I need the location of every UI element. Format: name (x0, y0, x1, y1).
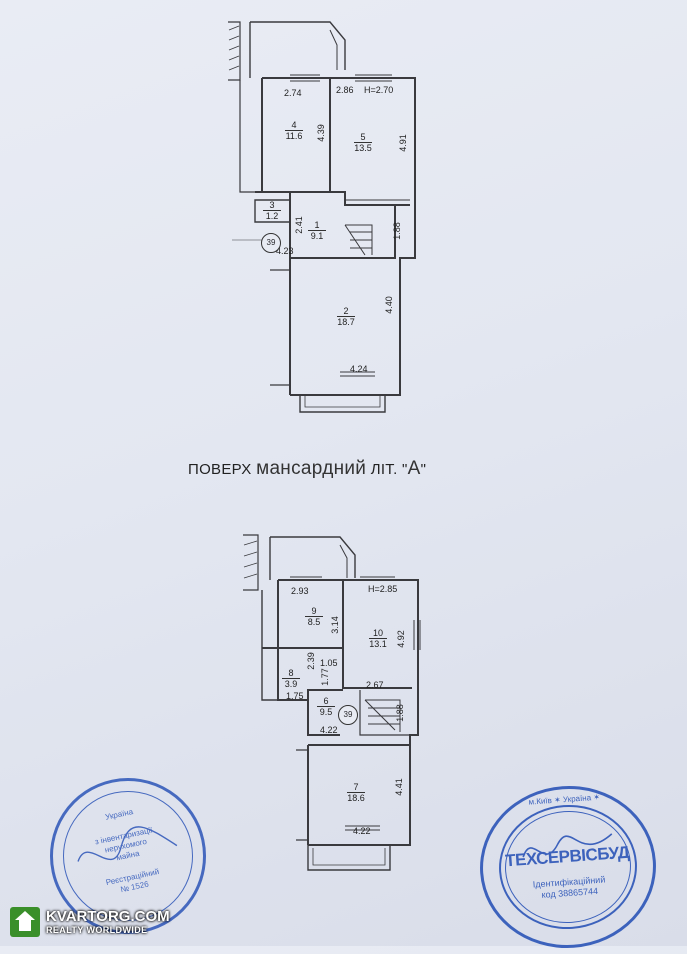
floor-title-handwritten: мансардний (256, 458, 367, 479)
dimension-label: 1.75 (286, 691, 304, 701)
dimension-label: 4.91 (397, 134, 408, 152)
dimension-label: 1.77 (319, 668, 330, 686)
watermark-line1: KVARTORG.COM (46, 907, 170, 925)
dimension-label: 2.67 (366, 680, 384, 690)
dimension-label: 4.24 (350, 364, 368, 374)
ceiling-height-label: H=2.85 (368, 584, 398, 594)
signature-scribble (77, 826, 178, 862)
official-stamp-right: м.Київ ✶ Україна ✶ ТЕХСЕРВІСБУД Ідентифі… (474, 780, 662, 954)
marker-circle: 39 (261, 233, 281, 253)
floor-title: ПОВЕРХ мансардний ЛІТ. "А" (188, 458, 426, 480)
dimension-label: 2.86 (336, 85, 354, 95)
dimension-label: 2.93 (291, 586, 309, 596)
house-logo-icon (10, 907, 40, 937)
dimension-label: 4.92 (395, 630, 406, 648)
dimension-label: 2.39 (305, 652, 316, 670)
watermark: KVARTORG.COM REALTY WORLDWIDE (10, 905, 170, 939)
ceiling-height-label: H=2.70 (364, 85, 394, 95)
floor-title-letter: А (407, 458, 421, 479)
dimension-label: 1.05 (320, 658, 338, 668)
dimension-label: 4.39 (315, 124, 326, 142)
floor-title-suffix: " (420, 461, 427, 478)
dimension-label: 2.74 (284, 88, 302, 98)
dimension-label: 1.88 (394, 704, 405, 722)
dimension-label: 4.23 (276, 246, 294, 256)
official-stamp-left: Україна з інвентаризації нерухомого майн… (35, 763, 221, 949)
dimension-label: 4.41 (393, 778, 404, 796)
marker-circle: 39 (338, 705, 358, 725)
floor-title-prefix: ПОВЕРХ (188, 461, 252, 478)
dimension-label: 3.14 (329, 616, 340, 634)
dimension-label: 4.22 (320, 725, 338, 735)
dimension-label: 1.88 (391, 222, 402, 240)
watermark-line2: REALTY WORLDWIDE (46, 924, 148, 935)
dimension-label: 4.22 (353, 826, 371, 836)
floor-title-mid: ЛІТ. " (370, 461, 408, 478)
signature-scribble (522, 833, 613, 858)
dimension-label: 4.40 (383, 296, 394, 314)
